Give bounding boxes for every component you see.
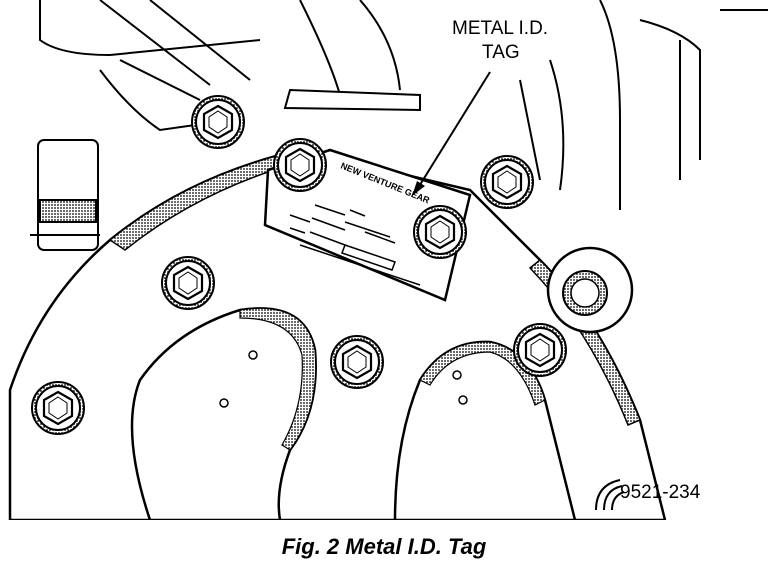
tag-stamped-marks xyxy=(289,204,421,286)
figure-code: 9521-234 xyxy=(620,482,701,503)
figure-code-mark xyxy=(595,479,625,511)
bolt-tag-upper xyxy=(272,137,328,193)
callout-arrowhead xyxy=(412,181,425,196)
callout-label-line2: TAG xyxy=(482,42,520,63)
callout-leader-line xyxy=(417,71,491,189)
background-linework xyxy=(39,0,768,210)
bolt-right-middle xyxy=(512,322,568,378)
bolt-top-right xyxy=(479,154,535,210)
bolt-left-middle xyxy=(160,255,216,311)
shaft-stub xyxy=(30,139,100,251)
bolt-bottom-left xyxy=(30,380,86,436)
bolt-top-left xyxy=(190,94,246,150)
transfer-case-diagram: NEW VENTURE GEAR METAL I.D. TAG xyxy=(8,0,768,520)
bolt-center xyxy=(329,334,385,390)
callout-label-line1: METAL I.D. xyxy=(452,18,548,39)
figure-caption: Fig. 2 Metal I.D. Tag xyxy=(281,534,487,559)
round-boss xyxy=(546,246,634,334)
bolt-tag-lower xyxy=(412,204,468,260)
